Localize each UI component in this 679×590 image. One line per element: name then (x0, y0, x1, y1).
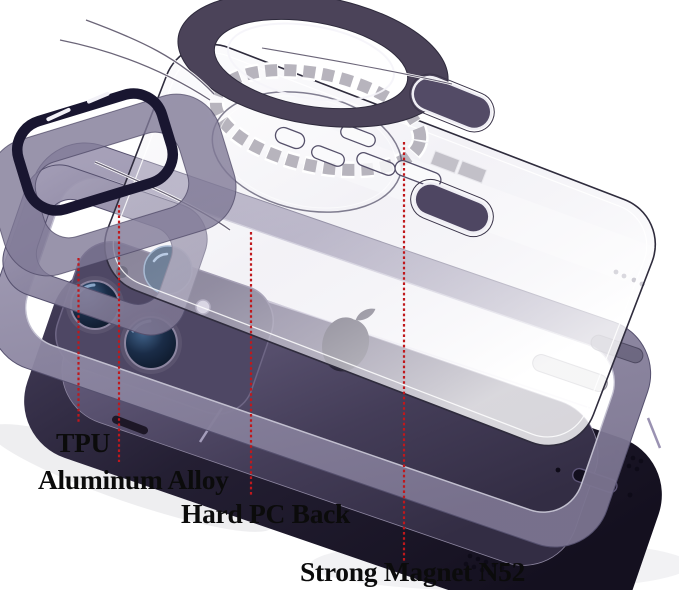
metal-segments (429, 150, 488, 184)
magnet-segment-ring (207, 61, 429, 179)
antenna-line (646, 417, 662, 449)
part-labels: TPU Aluminum Alloy Hard PC Back Strong M… (38, 427, 525, 587)
plate-bar-magnet (410, 178, 494, 238)
hard-pc-back-plate (103, 43, 657, 447)
bottom-slot (111, 415, 149, 435)
leader-lines (77, 142, 406, 561)
plate-slots (274, 124, 442, 189)
label-aluminum-alloy: Aluminum Alloy (38, 464, 229, 495)
aluminum-alloy-frame (12, 88, 178, 216)
label-strong-magnet-n52: Strong Magnet N52 (300, 556, 525, 587)
alignment-bar-magnet (409, 73, 495, 133)
label-tpu: TPU (56, 427, 111, 458)
label-hard-pc-back: Hard PC Back (181, 498, 351, 529)
